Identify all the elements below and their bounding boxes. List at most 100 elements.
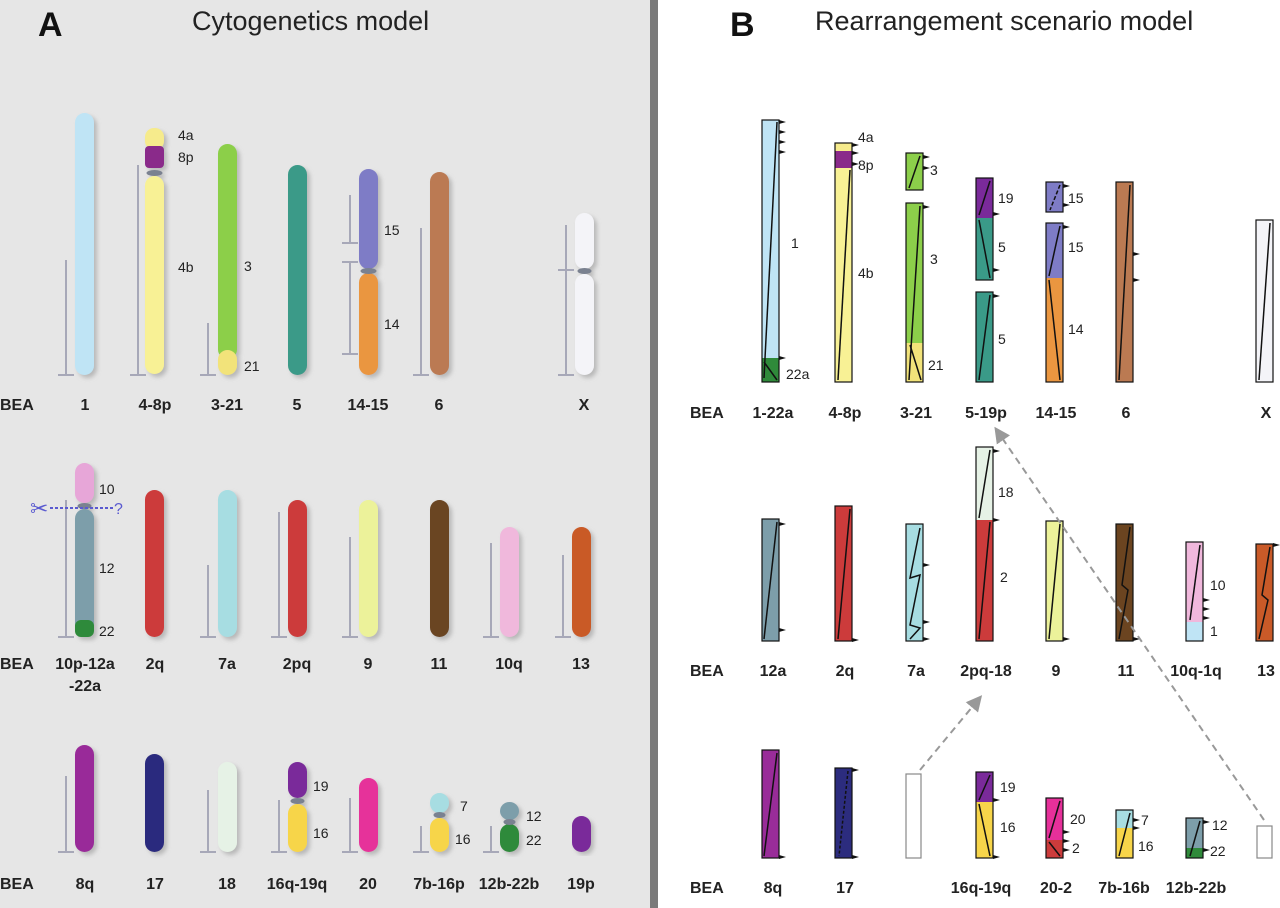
row2-label: 9 — [1052, 663, 1061, 680]
seg-label: 14 — [384, 316, 400, 332]
seg-label: 20 — [1070, 811, 1086, 827]
seg-label: 16 — [1138, 838, 1154, 854]
seg-label: 2 — [1000, 569, 1008, 585]
chromosome-20 — [359, 778, 378, 852]
panel-a-title: Cytogenetics model — [192, 6, 430, 36]
row2-label: 12a — [760, 663, 787, 680]
chromosome-7b-16p — [430, 793, 449, 852]
panel-b-letter: B — [730, 6, 755, 44]
chromosome-2q — [145, 490, 164, 637]
row2-label: 13 — [572, 656, 590, 673]
seg-label: 1 — [1210, 623, 1218, 639]
seg-label: 19 — [313, 778, 329, 794]
scale-bars-row2 — [58, 500, 571, 638]
row2-label: 2q — [146, 656, 165, 673]
seg-label: 22a — [786, 366, 810, 382]
row1-label: 6 — [435, 397, 444, 414]
block-17 — [834, 767, 859, 859]
row2-label-22a: -22a — [69, 678, 101, 695]
row1-prefix: BEA — [690, 405, 724, 422]
seg-label: 7 — [1141, 812, 1149, 828]
block-3-21 — [905, 152, 930, 383]
arrow-x-to-5-19p — [994, 426, 1265, 821]
row1-label: 4-8p — [829, 405, 862, 422]
seg-label: 22 — [526, 832, 542, 848]
row3-label: 7b-16p — [413, 876, 465, 893]
seg-label: 4a — [858, 129, 874, 145]
panel-b-diagram: 1 22a 4a 8p 4b 3 3 21 19 5 5 15 15 14 BE… — [690, 119, 1280, 897]
panel-a-cytogenetics: A Cytogenetics model — [0, 0, 650, 908]
chromosome-19p — [572, 816, 591, 852]
row2-label: 2pq-18 — [960, 663, 1012, 680]
seg-label: 8p — [858, 157, 874, 173]
seg-label: 12 — [99, 560, 115, 576]
seg-label: 22 — [1210, 843, 1226, 859]
row1-label: 1 — [81, 397, 90, 414]
row2-label: 9 — [364, 656, 373, 673]
arrow-18-to-2pq-18 — [919, 695, 983, 771]
block-14-15 — [1045, 181, 1070, 383]
seg-label: 4b — [178, 259, 194, 275]
row2-prefix: BEA — [690, 663, 724, 680]
row3-label: 16q-19q — [267, 876, 327, 893]
block-6 — [1115, 181, 1140, 383]
chromosome-6 — [430, 172, 449, 375]
block-12a — [761, 518, 786, 642]
row3-label: 8q — [76, 876, 95, 893]
row3-label: 12b-22b — [479, 876, 540, 893]
row2-label: 10q — [495, 656, 523, 673]
chromosome-10q — [500, 527, 519, 637]
seg-label: 1 — [791, 235, 799, 251]
row3-label: 8q — [764, 880, 783, 897]
block-5-19p — [975, 177, 1000, 383]
row3-label: 20 — [359, 876, 377, 893]
row2-prefix: BEA — [0, 656, 34, 673]
row1-label: 1-22a — [753, 405, 794, 422]
chromosome-5 — [288, 165, 307, 375]
block-4-8p — [834, 142, 859, 383]
panel-b-rearrangement: B Rearrangement scenario model — [658, 0, 1280, 908]
row1-label: X — [579, 397, 590, 414]
question-mark: ? — [114, 501, 123, 518]
block-7b-16b — [1115, 809, 1140, 859]
row1-label: X — [1261, 405, 1272, 422]
row3-label: 16q-19q — [951, 880, 1011, 897]
chromosome-x — [575, 213, 594, 375]
row1-label: 4-8p — [139, 397, 172, 414]
seg-label: 12 — [1212, 817, 1228, 833]
chromosome-4-8p — [145, 128, 164, 374]
block-x — [1255, 219, 1274, 383]
seg-label: 3 — [930, 251, 938, 267]
block-7a — [905, 523, 930, 642]
chromosome-18 — [218, 762, 237, 852]
chromosome-8q — [75, 745, 94, 852]
chromosome-12b-22b — [500, 802, 519, 852]
row1-label: 5-19p — [965, 405, 1007, 422]
panel-b-title: Rearrangement scenario model — [815, 6, 1194, 36]
seg-label: 19 — [1000, 779, 1016, 795]
seg-label: 21 — [928, 357, 944, 373]
block-9 — [1045, 520, 1070, 642]
row2-label: 2pq — [283, 656, 311, 673]
chromosome-3-21 — [218, 144, 237, 375]
empty-block — [905, 773, 922, 859]
row3-prefix: BEA — [0, 876, 34, 893]
empty-block — [1256, 825, 1273, 859]
seg-label: 8p — [178, 149, 194, 165]
chromosome-17 — [145, 754, 164, 852]
block-13 — [1255, 543, 1280, 642]
seg-label: 5 — [998, 331, 1006, 347]
seg-label: 5 — [998, 239, 1006, 255]
block-20-2 — [1045, 797, 1070, 859]
seg-label: 4b — [858, 265, 874, 281]
row2-label-10p-12a: 10p-12a — [55, 656, 115, 673]
seg-label: 3 — [244, 258, 252, 274]
row2-label: 11 — [1118, 663, 1135, 680]
block-1-22a — [761, 119, 786, 383]
row2-label: 13 — [1257, 663, 1275, 680]
block-16q-19q — [975, 771, 1000, 859]
seg-label: 15 — [1068, 190, 1084, 206]
chromosome-2pq — [288, 500, 307, 637]
row1-label: 14-15 — [1036, 405, 1077, 422]
block-2q — [834, 505, 859, 642]
